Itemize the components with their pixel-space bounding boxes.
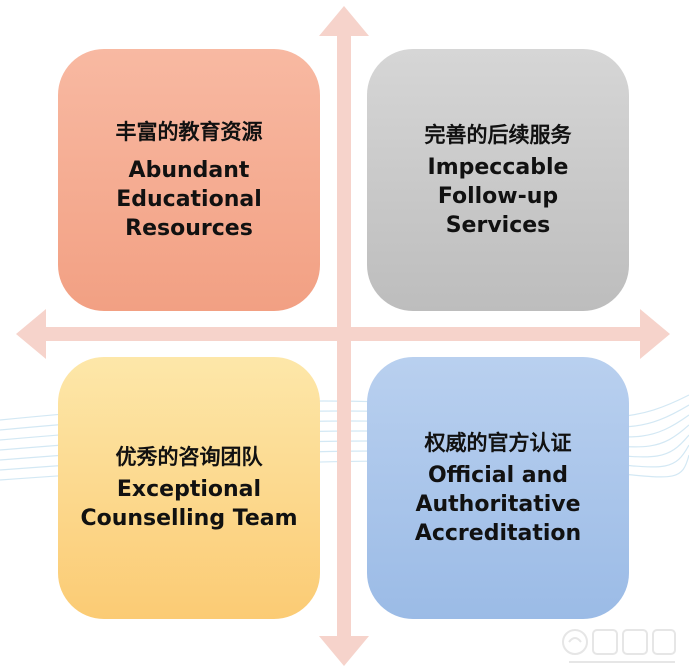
quadrant-bottom-left: 优秀的咨询团队 Exceptional Counselling Team xyxy=(58,357,320,619)
quadrant-bottom-right-zh: 权威的官方认证 xyxy=(424,430,572,455)
quadrant-bottom-left-zh: 优秀的咨询团队 xyxy=(115,445,263,469)
quadrant-bottom-left-en: Exceptional Counselling Team xyxy=(80,477,298,531)
horizontal-arrow xyxy=(16,309,670,359)
quadrant-bottom-right: 权威的官方认证 Official and Authoritative Accre… xyxy=(367,357,629,619)
quadrant-top-left-en: Abundant Educational Resources xyxy=(116,157,262,241)
quadrant-top-right-en: Impeccable Follow-up Services xyxy=(427,154,569,238)
quadrant-top-left-zh: 丰富的教育资源 xyxy=(115,119,263,144)
quadrant-bottom-right-en: Official and Authoritative Accreditation xyxy=(414,462,582,546)
quadrant-top-left: 丰富的教育资源 Abundant Educational Resources xyxy=(58,49,320,311)
watermark-logo xyxy=(562,629,676,663)
quadrant-top-right: 完善的后续服务 Impeccable Follow-up Services xyxy=(367,49,629,311)
quadrant-top-right-zh: 完善的后续服务 xyxy=(424,122,572,147)
